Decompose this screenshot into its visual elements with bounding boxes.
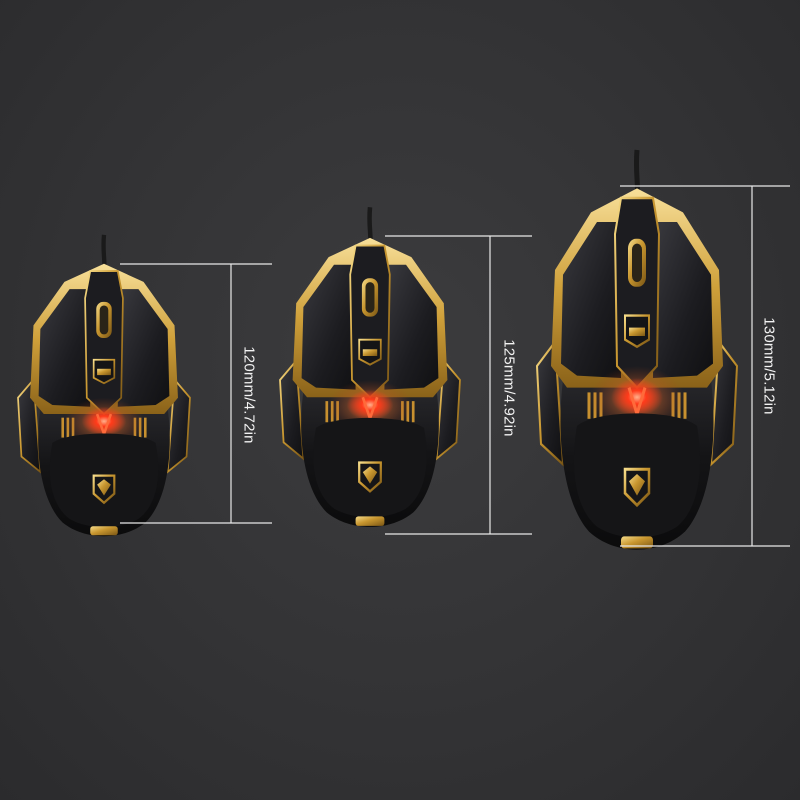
mouse-medium — [280, 207, 532, 535]
size-label-medium: 125mm/4.92in — [500, 339, 518, 437]
measure-lines-small — [120, 263, 272, 524]
size-label-large: 130mm/5.12in — [760, 317, 778, 415]
mouse-small — [18, 235, 272, 536]
measure-lines-medium — [385, 235, 532, 535]
mouse-large — [537, 150, 790, 550]
measure-lines-large — [620, 185, 790, 547]
size-label-small: 120mm/4.72in — [240, 346, 258, 444]
